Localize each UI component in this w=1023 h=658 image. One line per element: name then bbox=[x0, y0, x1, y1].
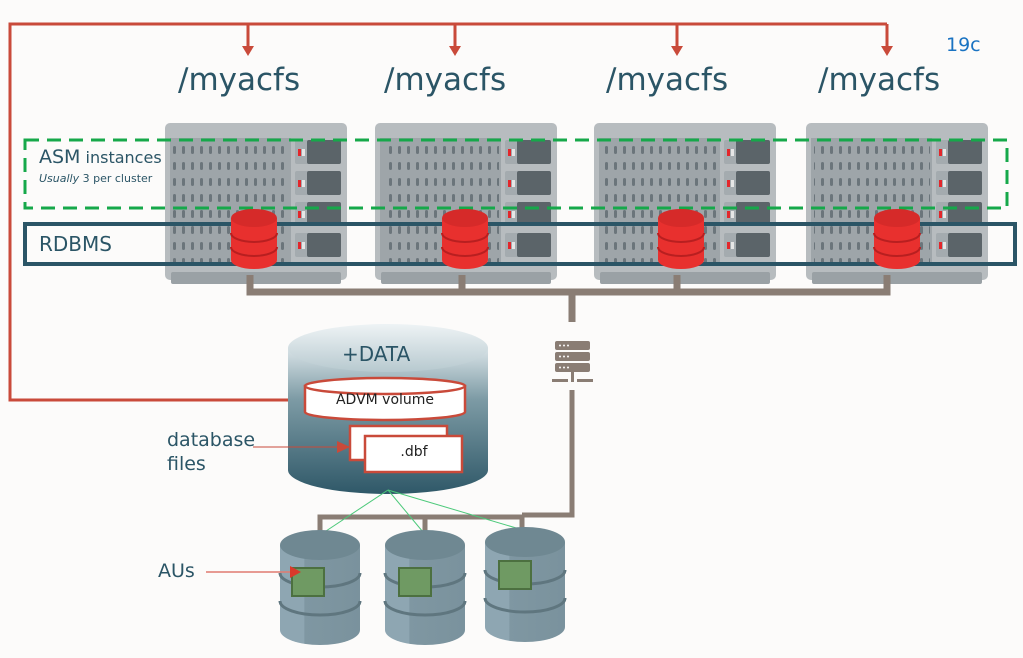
acfs-mount-connector bbox=[8, 22, 889, 402]
rdbms-label: RDBMS bbox=[39, 232, 112, 256]
arrow-down-icon bbox=[242, 46, 254, 56]
server-group bbox=[165, 123, 988, 284]
physical-disk-icon bbox=[383, 530, 467, 645]
asm-title-bold: ASM bbox=[39, 146, 81, 168]
physical-disk-icon bbox=[278, 530, 362, 645]
version-badge: 19c bbox=[946, 34, 981, 56]
asm-subtitle-rest: 3 per cluster bbox=[79, 172, 153, 185]
network-storage-icon bbox=[552, 341, 593, 382]
database-icon bbox=[657, 209, 705, 269]
arrow-down-icon bbox=[449, 46, 461, 56]
mount-point-label: /myacfs bbox=[818, 62, 941, 98]
au-block bbox=[291, 567, 325, 597]
arrow-right-icon bbox=[337, 441, 350, 453]
advm-volume bbox=[303, 376, 467, 422]
arrow-down-icon bbox=[881, 46, 893, 56]
mount-point-label: /myacfs bbox=[384, 62, 507, 98]
arrow-down-icon bbox=[671, 46, 683, 56]
arrow-right-icon bbox=[290, 566, 301, 578]
acfs-arrowheads bbox=[242, 46, 893, 56]
advm-volume-label: ADVM volume bbox=[335, 392, 435, 408]
asm-instances-box bbox=[23, 138, 1009, 210]
rdbms-box bbox=[23, 222, 1017, 266]
database-files-line2: files bbox=[167, 453, 206, 475]
dbf-file-label: .dbf bbox=[400, 444, 428, 460]
mount-point-label: /myacfs bbox=[178, 62, 301, 98]
physical-disk-icon bbox=[483, 527, 567, 642]
database-icon bbox=[873, 209, 921, 269]
asm-instances-subtitle: Usually 3 per cluster bbox=[39, 172, 152, 185]
au-block bbox=[498, 560, 532, 590]
striping-lines bbox=[319, 489, 524, 536]
au-block bbox=[398, 567, 432, 597]
aus-callout: AUs bbox=[158, 560, 195, 582]
disk-group bbox=[278, 527, 567, 645]
database-icon bbox=[441, 209, 489, 269]
mount-point-label: /myacfs bbox=[606, 62, 729, 98]
asm-subtitle-italic: Usually bbox=[39, 172, 80, 185]
database-icons bbox=[230, 209, 921, 269]
dbf-file-front bbox=[363, 434, 464, 474]
asm-title-rest: instances bbox=[80, 148, 162, 167]
asm-instances-label: ASM instances bbox=[39, 146, 162, 168]
database-icon bbox=[230, 209, 278, 269]
diskgroup-label: +DATA bbox=[342, 342, 411, 366]
server-network-bus bbox=[246, 275, 891, 322]
server-icon bbox=[806, 123, 988, 284]
database-files-line1: database bbox=[167, 429, 256, 451]
